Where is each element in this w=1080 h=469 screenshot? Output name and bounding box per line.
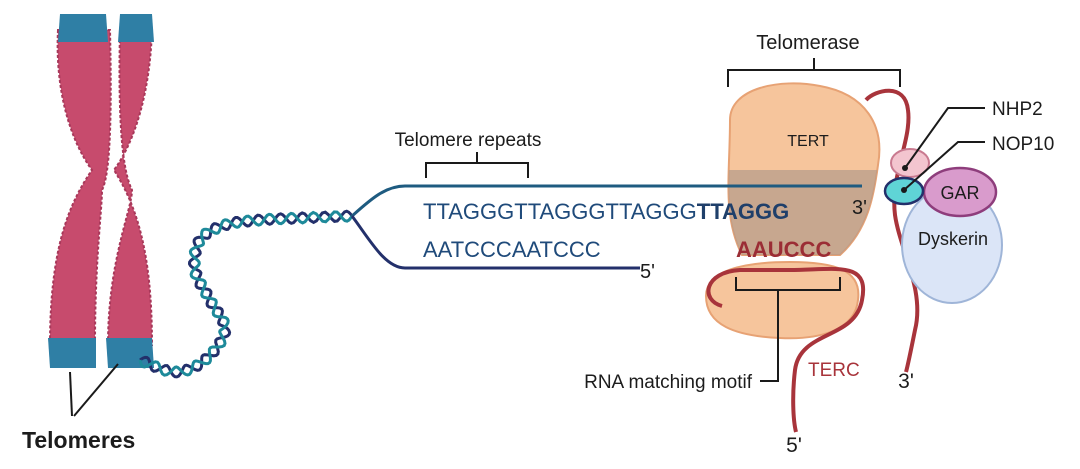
nhp2-protein xyxy=(890,148,930,178)
top-strand-sequence: TTAGGGTTAGGGTTAGGGTTAGGG xyxy=(423,199,789,224)
telomere-cap-top-right xyxy=(118,14,154,42)
telomere-strands xyxy=(350,184,862,270)
telomerase-label: Telomerase xyxy=(756,32,859,54)
dyskerin-label: Dyskerin xyxy=(918,229,988,249)
dna-double-helix xyxy=(138,209,354,379)
telomere-cap-top-left xyxy=(58,14,108,42)
bottom-strand-sequence: AATCCCAATCCC xyxy=(423,237,601,262)
telomere-repeats-bracket xyxy=(425,152,529,178)
telomeres-arrows xyxy=(69,363,119,417)
protein-leader-lines xyxy=(903,107,985,191)
tert-protein xyxy=(704,82,881,340)
terc-rna-strand-5prime xyxy=(706,266,866,433)
g-rich-strand xyxy=(351,184,862,218)
telomerase-bracket xyxy=(727,58,901,87)
c-rich-strand xyxy=(350,215,640,270)
chromosome-left-chromatid xyxy=(48,14,112,368)
telomeres-label: Telomeres xyxy=(22,427,135,453)
terc-5prime-label: 5' xyxy=(786,434,802,457)
telomere-cap-bottom-right xyxy=(106,338,154,368)
top-strand-3prime-label: 3' xyxy=(852,197,867,219)
nhp2-label: NHP2 xyxy=(992,99,1043,120)
dna-strand-dark xyxy=(139,209,354,379)
terc-3prime-label: 3' xyxy=(898,370,914,393)
terc-label: TERC xyxy=(808,360,860,381)
nop10-label: NOP10 xyxy=(992,134,1054,155)
dna-strand-teal xyxy=(138,210,354,377)
terc-rna-strand-3prime xyxy=(864,88,920,373)
rna-matching-motif-label: RNA matching motif xyxy=(584,372,753,393)
chromosome-right-chromatid xyxy=(106,14,154,368)
chromosome xyxy=(48,14,154,368)
telomere-repeats-label: Telomere repeats xyxy=(395,130,542,151)
tert-lower-lobe xyxy=(704,260,860,340)
rna-matching-motif-bracket xyxy=(735,277,841,382)
bottom-strand-5prime-label: 5' xyxy=(640,261,655,283)
gar-label: GAR xyxy=(940,183,979,203)
telomere-cap-bottom-left xyxy=(48,338,96,368)
rna-template-sequence: AAUCCC xyxy=(736,237,831,262)
dyskerin-complex xyxy=(883,148,1003,304)
tert-label: TERT xyxy=(787,133,829,150)
